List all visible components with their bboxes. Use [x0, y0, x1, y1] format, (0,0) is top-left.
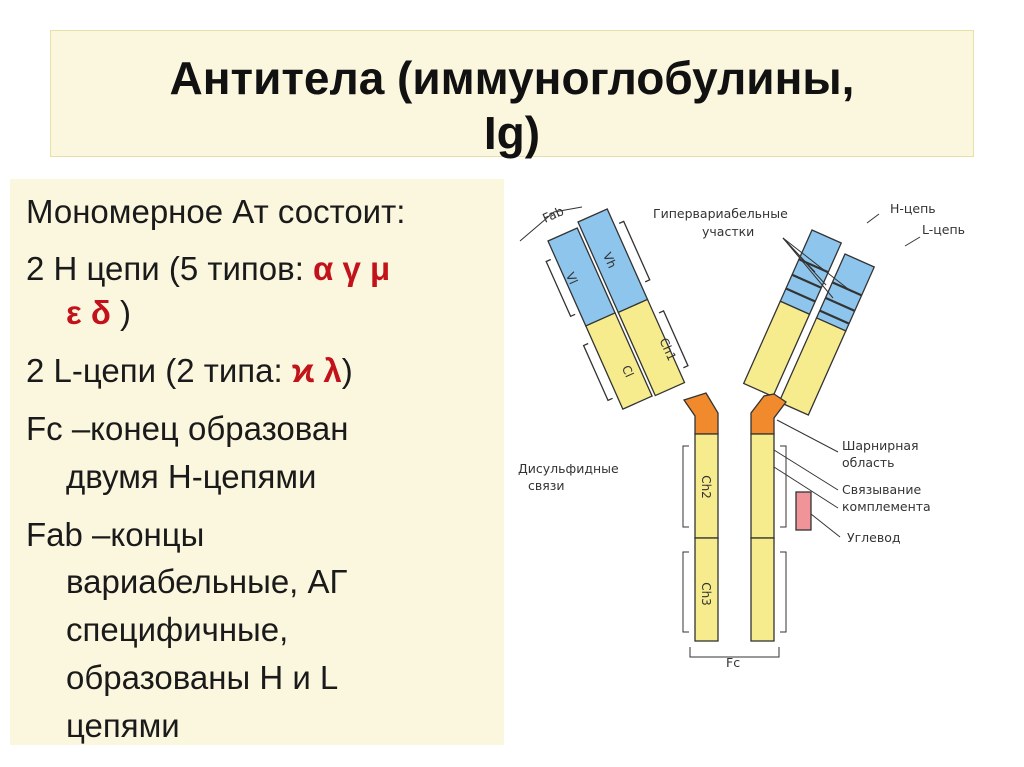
hypervariable-label-1: Гипервариабельные [653, 206, 788, 221]
complement-label-1: Связывание [842, 482, 921, 497]
carbohydrate-block [795, 491, 812, 531]
right-ch2-domain [750, 433, 775, 539]
body-line-fab-5: цепями [66, 707, 180, 744]
left-light-chain [545, 227, 653, 410]
body-line-fab-3: специфичные, [66, 611, 289, 648]
title-line-1: Антитела (иммуноглобулины, [169, 52, 855, 104]
carbohydrate-label: Углевод [847, 530, 901, 545]
body-line-monomer: Мономерное Ат состоит: [26, 193, 406, 230]
h-chain-types-2: ε δ [66, 294, 111, 331]
complement-label-2: комплемента [842, 499, 931, 514]
ch3-label: Ch3 [699, 582, 713, 606]
title-line-2: Ig) [483, 107, 541, 159]
right-light-chain [778, 253, 876, 416]
fab-bracket [519, 206, 583, 242]
l-chain-types: ϰ λ [291, 352, 342, 389]
vl-label: Vl [563, 270, 580, 286]
left-heavy-chain-fab [577, 208, 689, 397]
fab-label: Fab [540, 203, 566, 226]
left-ch3-domain [694, 537, 719, 642]
l-chains-close: ) [341, 352, 353, 389]
cl-label: Cl [619, 363, 637, 379]
text-panel: Мономерное Ат состоит: 2 Н цепи (5 типов… [10, 179, 504, 745]
hypervariable-label-2: участки [702, 224, 754, 239]
left-cl-domain [584, 312, 653, 410]
body-line-h-chains: 2 Н цепи (5 типов: α γ μ [26, 252, 390, 285]
h-chain-label: Н-цепь [890, 201, 936, 216]
right-hinge [750, 393, 787, 435]
body-line-fab-4: образованы Н и L [66, 659, 339, 696]
left-ch1-domain [617, 298, 686, 397]
ch2-label: Ch2 [699, 475, 713, 499]
body-line-h-chains-cont: ε δ ) [66, 296, 131, 329]
fc-bracket [689, 647, 780, 658]
l-chain-label: L-цепь [922, 222, 965, 237]
disulfide-label-2: связи [528, 478, 565, 493]
left-hinge [682, 392, 719, 435]
antibody-diagram: Fab Гипервариабельные участки Н-цепь L-ц… [518, 201, 965, 670]
fc-label: Fc [726, 655, 740, 670]
hinge-label-1: Шарнирная [842, 438, 919, 453]
hinge-label-2: область [842, 455, 895, 470]
h-chain-types: α γ μ [313, 250, 391, 287]
body-line-fc: Fc –конец образован [26, 410, 349, 447]
body-line-fab: Fab –концы [26, 516, 205, 553]
right-cl-domain [778, 317, 847, 416]
h-chains-text: 2 Н цепи (5 типов: [26, 250, 314, 287]
vh-label: Vh [600, 250, 619, 270]
disulfide-label-1: Дисульфидные [518, 461, 619, 476]
l-chains-text: 2 L-цепи (2 типа: [26, 352, 292, 389]
h-chains-close: ) [110, 294, 132, 331]
title-box: Антитела (иммуноглобулины, Ig) [50, 30, 974, 157]
body-line-fc-cont: двумя Н-цепями [66, 458, 317, 495]
body-line-fab-2: вариабельные, АГ [66, 563, 348, 600]
body-line-l-chains: 2 L-цепи (2 типа: ϰ λ) [26, 354, 353, 387]
right-ch1-domain [742, 300, 811, 398]
right-ch3-domain [750, 537, 775, 642]
